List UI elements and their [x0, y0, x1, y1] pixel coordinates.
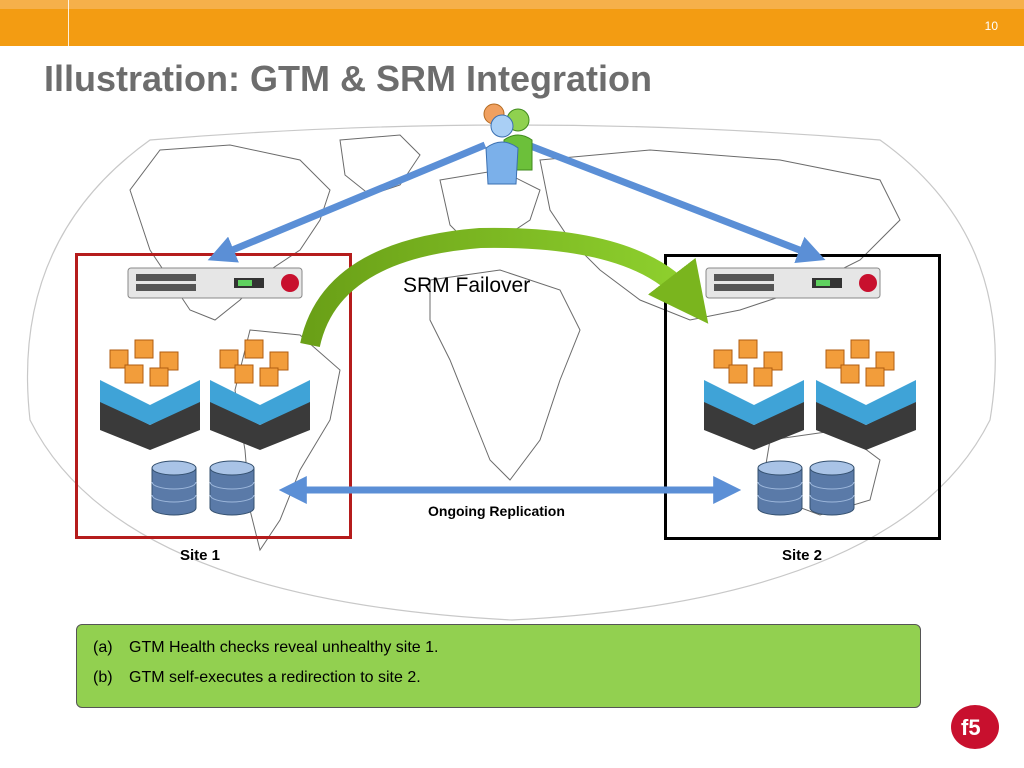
replication-label: Ongoing Replication: [428, 503, 565, 519]
note-item: (b) GTM self-executes a redirection to s…: [93, 669, 920, 699]
database-icon: [757, 460, 803, 516]
failover-label: SRM Failover: [403, 274, 531, 297]
note-item: (a) GTM Health checks reveal unhealthy s…: [93, 639, 920, 669]
f5-appliance-icon: [705, 267, 881, 299]
page-number: 10: [984, 19, 998, 33]
slide-title: Illustration: GTM & SRM Integration: [44, 58, 652, 99]
note-text: GTM self-executes a redirection to site …: [129, 669, 421, 686]
site2-label: Site 2: [782, 547, 823, 564]
database-icon: [151, 460, 197, 516]
database-icon: [809, 460, 855, 516]
database-icon: [209, 460, 255, 516]
note-marker: (b): [93, 669, 113, 686]
vmware-esx-server-icon: [816, 339, 916, 450]
site1-label: Site 1: [180, 547, 221, 564]
header-stripe: [0, 0, 1024, 9]
header-bar: 10: [0, 0, 1024, 46]
vmware-esx-server-icon: [100, 339, 200, 450]
note-text: GTM Health checks reveal unhealthy site …: [129, 639, 439, 656]
f5-logo: f5: [951, 705, 999, 749]
header-divider: [68, 0, 69, 46]
svg-text:f5: f5: [961, 715, 981, 740]
vmware-esx-server-icon: [210, 339, 310, 450]
note-marker: (a): [93, 639, 113, 656]
arrow-to-site2: [526, 141, 826, 263]
arrow-to-site1: [207, 141, 487, 263]
f5-appliance-icon: [127, 267, 303, 299]
vmware-esx-server-icon: [704, 339, 804, 450]
users-icon: [483, 103, 533, 185]
failover-arrow: [300, 227, 709, 348]
notes-box: (a) GTM Health checks reveal unhealthy s…: [76, 624, 921, 708]
